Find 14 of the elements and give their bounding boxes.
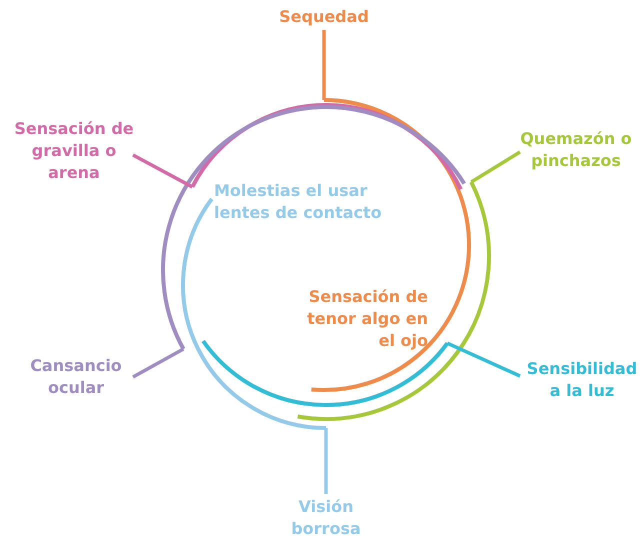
symptom-label: Sensibilidad a la luz bbox=[522, 358, 642, 402]
leader-line bbox=[132, 348, 184, 379]
leader-line bbox=[132, 153, 194, 188]
symptom-label: Visión borrosa bbox=[276, 496, 376, 540]
symptom-label: Sensación de tenor algo en el ojo bbox=[306, 286, 428, 352]
ring-arc bbox=[161, 105, 466, 350]
leader-line bbox=[324, 428, 328, 494]
symptom-label: Sequedad bbox=[254, 6, 394, 28]
symptom-label: Molestias el usar lentes de contacto bbox=[214, 180, 383, 224]
leader-line bbox=[470, 150, 521, 184]
symptom-label: Sensación de gravilla o arena bbox=[4, 118, 144, 184]
symptom-label: Quemazón o pinchazos bbox=[512, 128, 640, 172]
symptom-label: Cansancio ocular bbox=[16, 355, 136, 399]
leader-line bbox=[322, 30, 326, 100]
